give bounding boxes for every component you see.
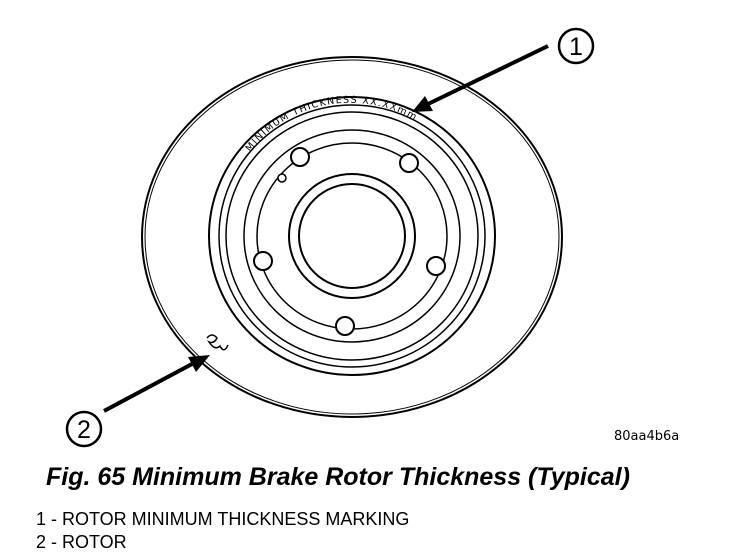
legend-item-1: 1 - ROTOR MINIMUM THICKNESS MARKING (36, 509, 410, 529)
callout-1-number: 1 (569, 33, 583, 61)
rotor-outer-disc (141, 56, 563, 418)
brake-rotor-diagram: MINIMUM THICKNESS XX.XXmm 1 2 (65, 27, 595, 448)
legend-item-2: 2 - ROTOR (36, 532, 127, 552)
callout-1-arrow (412, 44, 549, 112)
figure-caption: Fig. 65 Minimum Brake Rotor Thickness (T… (46, 463, 630, 491)
rotor-hat-rings (208, 96, 496, 376)
rotor-surface-squiggle (206, 334, 229, 351)
image-code: 80aa4b6a (614, 429, 680, 444)
locator-hole (277, 173, 287, 183)
callout-2-arrow (103, 355, 210, 413)
center-bore (288, 173, 416, 299)
callout-2-number: 2 (77, 416, 91, 444)
callout-2: 2 (65, 410, 103, 448)
lug-holes (253, 147, 446, 336)
callout-1: 1 (557, 27, 595, 65)
legend: 1 - ROTOR MINIMUM THICKNESS MARKING 2 - … (36, 508, 409, 554)
